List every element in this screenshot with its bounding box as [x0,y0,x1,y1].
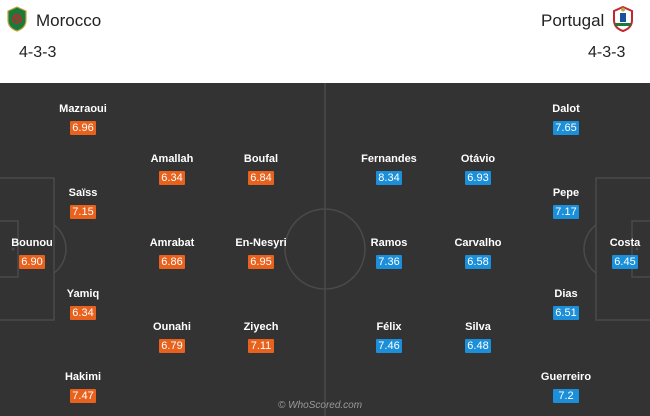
player-card[interactable]: Dias 6.51 [526,288,606,328]
player-card[interactable]: Boufal 6.84 [221,153,301,193]
player-card[interactable]: Mazraoui 6.96 [43,103,123,143]
player-name: Costa [609,237,641,249]
right-penalty-arc [583,224,597,274]
player-card[interactable]: Ounahi 6.79 [132,321,212,361]
player-card[interactable]: En-Nesyri 6.95 [221,237,301,277]
left-penalty-spot [11,247,15,251]
player-rating: 6.58 [465,255,491,269]
watermark: © WhoScored.com [278,400,363,411]
player-rating: 7.65 [553,121,579,135]
player-rating: 6.96 [70,121,96,135]
portugal-crest-icon[interactable] [612,6,634,32]
player-card[interactable]: Otávio 6.93 [438,153,518,193]
player-card[interactable]: Guerreiro 7.2 [526,371,606,411]
player-rating: 7.36 [376,255,402,269]
match-header: Morocco 4-3-3 Portugal 4-3-3 [0,0,650,83]
player-name: Silva [465,321,491,333]
right-six-yard-box [631,220,650,278]
player-name: Yamiq [66,288,100,300]
player-rating: 6.84 [248,171,274,185]
player-name: Ramos [370,237,408,249]
player-name: Hakimi [64,371,102,383]
player-rating: 7.15 [70,205,96,219]
player-card[interactable]: Carvalho 6.58 [438,237,518,277]
left-six-yard-box [0,220,19,278]
player-rating: 7.17 [553,205,579,219]
right-penalty-spot [635,247,639,251]
right-penalty-box [595,177,650,321]
player-card[interactable]: Saïss 7.15 [43,187,123,227]
player-card[interactable]: Ziyech 7.11 [221,321,301,361]
left-penalty-arc [53,224,67,274]
player-card[interactable]: Fernandes 8.34 [349,153,429,193]
player-card[interactable]: Dalot 7.65 [526,103,606,143]
player-name: Bounou [11,237,53,249]
player-card[interactable]: Silva 6.48 [438,321,518,361]
player-card[interactable]: Félix 7.46 [349,321,429,361]
player-name: En-Nesyri [235,237,287,249]
player-rating: 6.90 [19,255,45,269]
player-name: Dias [554,288,578,300]
player-name: Guerreiro [540,371,592,383]
player-rating: 6.79 [159,339,185,353]
player-card[interactable]: Costa 6.45 [585,237,650,277]
away-team-name[interactable]: Portugal [541,11,605,30]
player-card[interactable]: Pepe 7.17 [526,187,606,227]
pitch: Mazraoui 6.96 Saïss 7.15 Bounou 6.90 Yam… [0,83,650,416]
player-rating: 6.95 [248,255,274,269]
player-name: Dalot [552,103,580,115]
player-name: Amrabat [149,237,195,249]
player-name: Amallah [150,153,194,165]
player-name: Otávio [460,153,496,165]
player-card[interactable]: Bounou 6.90 [0,237,72,277]
player-rating: 6.48 [465,339,491,353]
player-rating: 6.86 [159,255,185,269]
player-card[interactable]: Amrabat 6.86 [132,237,212,277]
home-team-name[interactable]: Morocco [36,11,102,30]
center-circle [284,208,366,290]
player-name: Ziyech [243,321,279,333]
player-name: Pepe [552,187,580,199]
player-name: Mazraoui [59,103,107,115]
player-name: Ounahi [153,321,191,333]
player-rating: 7.46 [376,339,402,353]
player-rating: 6.93 [465,171,491,185]
pitch-markings [0,83,650,416]
player-rating: 6.34 [159,171,185,185]
player-name: Saïss [68,187,98,199]
player-rating: 7.2 [553,389,579,403]
player-name: Félix [376,321,402,333]
morocco-crest-icon[interactable] [6,6,28,32]
player-rating: 6.51 [553,306,579,320]
player-card[interactable]: Hakimi 7.47 [43,371,123,411]
player-card[interactable]: Ramos 7.36 [349,237,429,277]
player-name: Boufal [243,153,279,165]
player-name: Carvalho [454,237,502,249]
player-card[interactable]: Amallah 6.34 [132,153,212,193]
player-rating: 6.34 [70,306,96,320]
home-formation: 4-3-3 [19,44,57,61]
player-rating: 6.45 [612,255,638,269]
player-rating: 8.34 [376,171,402,185]
away-formation: 4-3-3 [588,44,626,61]
player-rating: 7.47 [70,389,96,403]
left-penalty-box [0,177,55,321]
player-name: Fernandes [361,153,417,165]
player-card[interactable]: Yamiq 6.34 [43,288,123,328]
player-rating: 7.11 [248,339,274,353]
